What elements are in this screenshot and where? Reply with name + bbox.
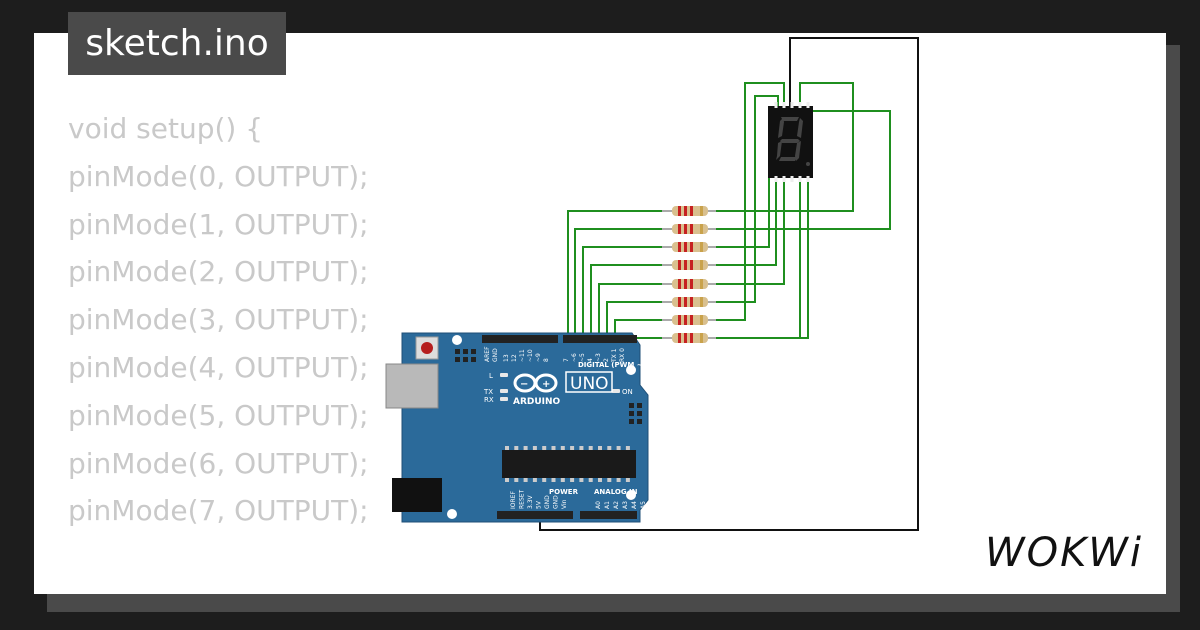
power-jack bbox=[392, 478, 442, 512]
usb-connector bbox=[385, 363, 439, 409]
pin-label: ~6 bbox=[571, 353, 578, 362]
display-segment bbox=[795, 141, 801, 161]
code-line: pinMode(5, OUTPUT); bbox=[68, 398, 369, 432]
svg-text:−: − bbox=[520, 379, 528, 390]
pin-label: TX 1 bbox=[611, 348, 618, 363]
seven-segment-display[interactable] bbox=[768, 102, 813, 182]
arduino-infinity-icon bbox=[513, 373, 558, 393]
led-tx bbox=[500, 389, 508, 393]
digital-header-right[interactable] bbox=[563, 335, 637, 343]
board-model: UNO bbox=[570, 374, 609, 394]
display-segment bbox=[781, 117, 799, 121]
common-wire bbox=[539, 37, 919, 531]
pin-label: ~11 bbox=[519, 349, 526, 362]
code-line: digitalWrite(0, HIGH); bbox=[68, 583, 369, 594]
pin-label: 8 bbox=[543, 358, 550, 362]
pin-label: GND bbox=[492, 348, 499, 362]
code-line: void setup() { bbox=[68, 112, 264, 145]
code-line: pinMode(6, OUTPUT); bbox=[68, 446, 369, 480]
atmega-chip bbox=[502, 450, 636, 478]
power-pin-label: Vin bbox=[561, 499, 568, 509]
svg-text:+: + bbox=[542, 379, 550, 390]
led-rx bbox=[500, 397, 508, 401]
pin-label: ~10 bbox=[527, 349, 534, 362]
display-segment bbox=[778, 118, 784, 138]
resistor-array bbox=[662, 206, 716, 343]
label-rx: RX bbox=[484, 396, 494, 404]
pin-label: 7 bbox=[563, 358, 570, 362]
label-tx: TX bbox=[483, 388, 493, 396]
led-l bbox=[500, 373, 508, 377]
code-line: pinMode(4, OUTPUT); bbox=[68, 350, 369, 384]
pin-label: ~5 bbox=[579, 353, 586, 362]
analog-header[interactable] bbox=[580, 511, 637, 519]
label-l: L bbox=[489, 372, 493, 380]
code-preview: void setup() { pinMode(0, OUTPUT); pinMode… bbox=[68, 105, 369, 594]
pin-label: ~3 bbox=[595, 353, 602, 362]
power-pin-label: 3.3V bbox=[527, 494, 534, 509]
led-on bbox=[612, 389, 620, 393]
board-brand: ARDUINO bbox=[513, 397, 561, 407]
analog-pin-label: A4 bbox=[631, 501, 638, 509]
wires bbox=[567, 82, 891, 339]
display-segments bbox=[776, 117, 803, 161]
power-pin-label: IOREF bbox=[510, 491, 517, 509]
pin-label: AREF bbox=[484, 346, 491, 362]
digital-header-left[interactable] bbox=[482, 335, 558, 343]
pin-label: 4 bbox=[587, 358, 594, 362]
label-power: POWER bbox=[549, 488, 579, 496]
sketch-filename-tab[interactable]: sketch.ino bbox=[68, 12, 286, 75]
pin-label: 13 bbox=[503, 354, 510, 362]
analog-pin-label: A1 bbox=[604, 501, 611, 509]
pin-label: RX 0 bbox=[619, 348, 626, 362]
label-on: ON bbox=[622, 388, 633, 396]
pin-label: 2 bbox=[603, 358, 610, 362]
analog-pin-label: A5 bbox=[640, 501, 647, 509]
analog-pin-label: A2 bbox=[613, 501, 620, 509]
display-segment bbox=[776, 141, 782, 160]
wokwi-logo: WOKWi bbox=[985, 530, 1143, 576]
code-line: pinMode(1, OUTPUT); bbox=[68, 207, 369, 241]
reset-button-cap[interactable] bbox=[421, 342, 433, 354]
power-pin-label: 5V bbox=[536, 500, 543, 509]
code-line: pinMode(7, OUTPUT); bbox=[68, 494, 369, 528]
label-digital: DIGITAL (PWM ~) bbox=[578, 361, 646, 369]
display-segment bbox=[797, 118, 803, 138]
power-pin-label: GND bbox=[544, 495, 551, 509]
power-header[interactable] bbox=[497, 511, 573, 519]
code-line: pinMode(3, OUTPUT); bbox=[68, 303, 369, 337]
analog-pin-label: A0 bbox=[595, 501, 602, 509]
pin-label: ~9 bbox=[535, 353, 542, 362]
display-segment bbox=[779, 157, 797, 161]
analog-pin-label: A3 bbox=[622, 501, 629, 509]
display-digit-value: 8 bbox=[0, 0, 1, 1]
arduino-uno-board[interactable]: − + UNO ARDUINO L TX RX ON DIGITAL (PWM … bbox=[385, 332, 649, 523]
display-segment bbox=[780, 139, 800, 143]
power-pin-label: GND bbox=[553, 495, 560, 509]
code-line: pinMode(0, OUTPUT); bbox=[68, 159, 369, 193]
pin-label: 12 bbox=[511, 354, 518, 362]
code-line: pinMode(2, OUTPUT); bbox=[68, 255, 369, 289]
power-pin-label: RESET bbox=[519, 489, 526, 509]
label-analog: ANALOG IN bbox=[594, 488, 638, 496]
wokwi-logo-text: WOKWi bbox=[985, 530, 1143, 576]
